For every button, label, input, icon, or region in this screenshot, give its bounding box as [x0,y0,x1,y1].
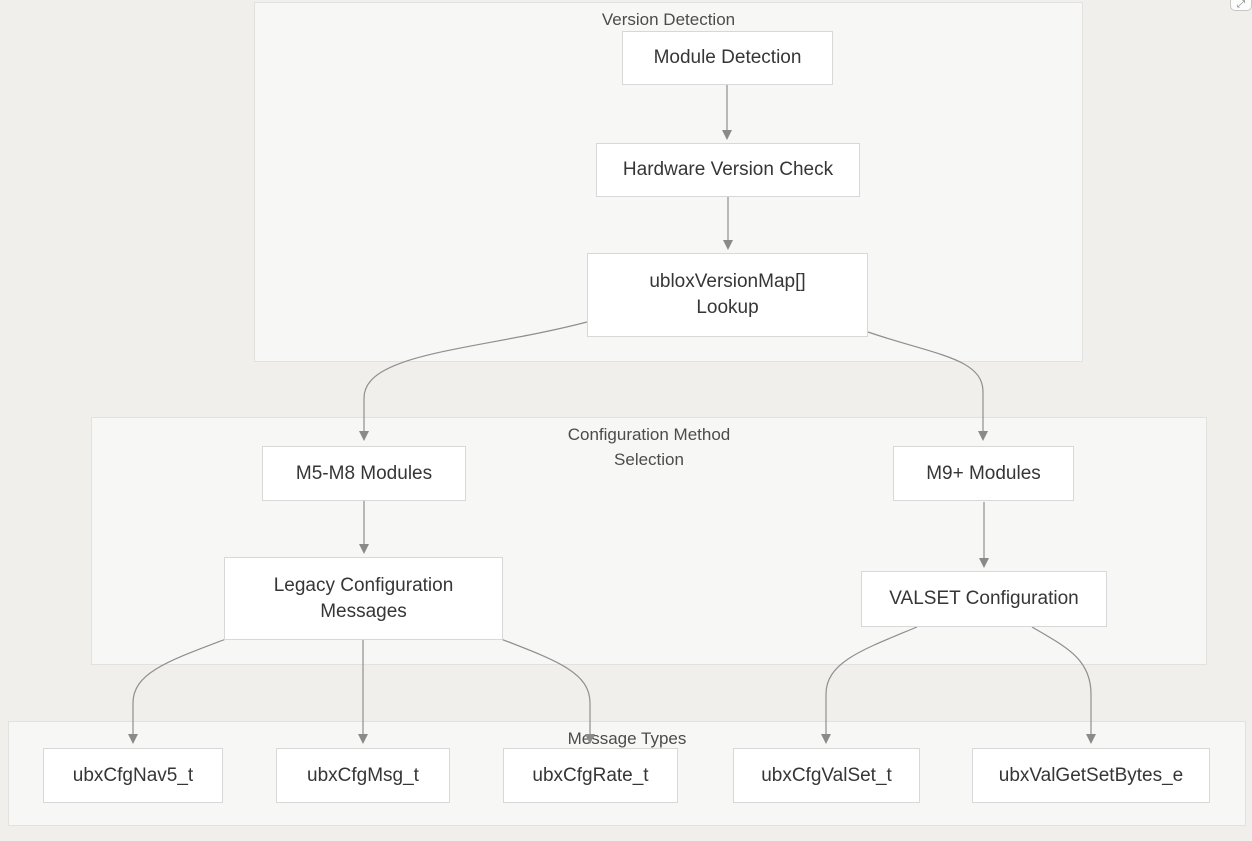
node-ubx-cfg-valset-t: ubxCfgValSet_t [733,748,920,803]
node-label: ubxCfgRate_t [532,764,649,786]
node-valset-configuration: VALSET Configuration [861,571,1107,627]
expand-button[interactable]: ⤢ [1230,0,1252,11]
node-label: ubxCfgNav5_t [72,764,194,786]
expand-icon: ⤢ [1237,0,1245,10]
node-legacy-configuration-messages: Legacy Configuration Messages [224,557,503,640]
node-ubx-cfg-nav5-t: ubxCfgNav5_t [43,748,223,803]
node-ubx-cfg-msg-t: ubxCfgMsg_t [276,748,450,803]
cluster-title-configuration-method-selection: Configuration Method Selection [567,425,731,469]
node-ubx-val-getset-bytes-e: ubxValGetSetBytes_e [972,748,1210,803]
node-label: ubxValGetSetBytes_e [998,764,1184,786]
node-label: Legacy Configuration Messages [273,574,454,622]
node-ublox-version-map-lookup: ubloxVersionMap[] Lookup [587,253,868,337]
node-label: Module Detection [653,47,802,68]
node-hardware-version-check: Hardware Version Check [596,143,860,197]
node-label: M5-M8 Modules [295,462,433,484]
node-label: VALSET Configuration [889,588,1079,609]
node-module-detection: Module Detection [622,31,833,85]
node-label: M9+ Modules [926,462,1041,484]
node-ubx-cfg-rate-t: ubxCfgRate_t [503,748,678,803]
node-label: ubloxVersionMap[] Lookup [649,271,806,318]
node-label: ubxCfgValSet_t [761,764,892,786]
node-label: ubxCfgMsg_t [307,764,419,786]
node-m5-m8-modules: M5-M8 Modules [262,446,466,501]
node-m9-plus-modules: M9+ Modules [893,446,1074,501]
node-label: Hardware Version Check [622,159,834,180]
cluster-title-version-detection: Version Detection [601,10,736,29]
